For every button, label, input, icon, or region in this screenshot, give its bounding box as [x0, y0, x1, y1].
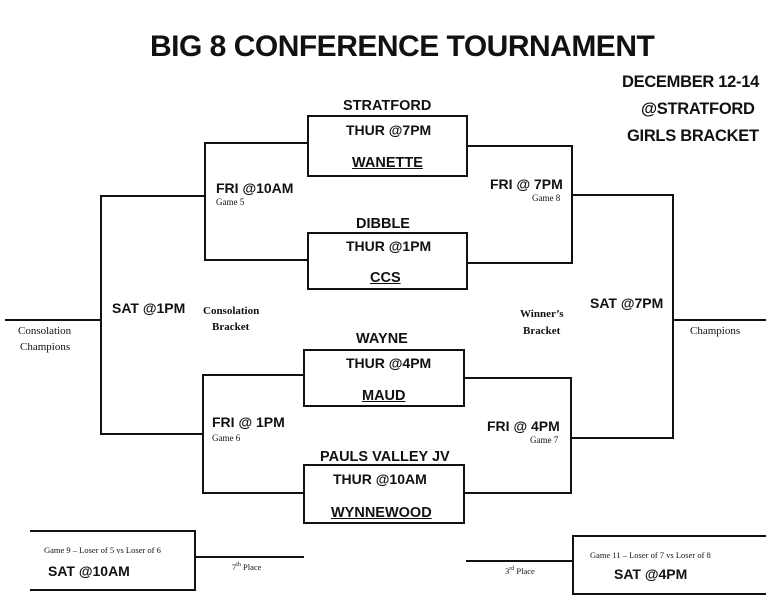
game1-time: THUR @7PM — [346, 122, 432, 138]
bracket-type: GIRLS BRACKET — [627, 127, 759, 145]
team-ccs: CCS — [370, 270, 401, 286]
consolation-champion-line — [5, 319, 102, 321]
consolation-bracket-label-1: Consolation — [203, 305, 260, 317]
game5-connector — [204, 142, 206, 261]
g3-right-line — [463, 377, 572, 379]
consolation-final-connector — [100, 195, 102, 435]
team-wayne: WAYNE — [356, 331, 408, 347]
game7-time: FRI @ 4PM — [487, 418, 560, 434]
team-wanette: WANETTE — [352, 155, 423, 171]
champions-label: Champions — [690, 325, 741, 337]
game11-bottom-line — [572, 593, 766, 595]
third-place-line — [466, 560, 572, 562]
game11-top-line — [572, 535, 766, 537]
winners-final-time: SAT @7PM — [590, 295, 664, 311]
game11-label: Game 11 – Loser of 7 vs Loser of 8 — [590, 550, 711, 560]
game7-connector — [570, 377, 572, 494]
game7-out-line — [572, 437, 674, 439]
team-dibble: DIBBLE — [356, 216, 410, 232]
game6-time: FRI @ 1PM — [212, 414, 285, 430]
game7-label: Game 7 — [530, 435, 559, 445]
game9-label: Game 9 – Loser of 5 vs Loser of 6 — [44, 545, 161, 555]
winners-final-connector — [672, 194, 674, 439]
game-box-4 — [303, 464, 465, 524]
g1-right-line — [466, 145, 573, 147]
game8-out-line — [573, 194, 674, 196]
game3-time: THUR @4PM — [346, 355, 432, 371]
consolation-bracket-label-2: Bracket — [212, 321, 250, 333]
g3-left-line — [202, 374, 305, 376]
page-title: BIG 8 CONFERENCE TOURNAMENT — [150, 30, 655, 63]
g4-right-line — [463, 492, 572, 494]
game9-time: SAT @10AM — [48, 563, 130, 579]
g1-left-line — [204, 142, 309, 144]
game11-left-edge — [572, 535, 574, 595]
game6-label: Game 6 — [212, 433, 241, 443]
game9-top-line — [30, 530, 196, 532]
consolation-champions-label-2: Champions — [20, 341, 71, 353]
game9-bottom-line — [30, 589, 196, 591]
third-place-label: 3rd Place — [505, 566, 535, 576]
team-stratford: STRATFORD — [343, 98, 432, 114]
team-maud: MAUD — [362, 388, 406, 404]
seventh-place-label: 7th Place — [232, 562, 262, 572]
team-pauls-valley-jv: PAULS VALLEY JV — [320, 449, 450, 465]
game8-label: Game 8 — [532, 193, 561, 203]
seventh-place-line — [196, 556, 304, 558]
game6-out-line — [100, 433, 204, 435]
game5-time: FRI @10AM — [216, 180, 294, 196]
game8-time: FRI @ 7PM — [490, 176, 563, 192]
consolation-final-time: SAT @1PM — [112, 300, 186, 316]
tournament-dates: DECEMBER 12-14 — [622, 73, 760, 91]
game5-label: Game 5 — [216, 197, 245, 207]
team-wynnewood: WYNNEWOOD — [331, 505, 432, 521]
game8-connector — [571, 145, 573, 264]
game4-time: THUR @10AM — [333, 471, 427, 487]
game11-time: SAT @4PM — [614, 566, 688, 582]
winners-bracket-label-1: Winner’s — [520, 308, 564, 320]
winners-bracket-label-2: Bracket — [523, 325, 561, 337]
champion-line — [674, 319, 766, 321]
g2-left-line — [204, 259, 309, 261]
consolation-champions-label-1: Consolation — [18, 325, 72, 337]
tournament-location: @STRATFORD — [641, 100, 755, 118]
game-box-2 — [307, 232, 468, 290]
g2-right-line — [466, 262, 573, 264]
g4-left-line — [202, 492, 305, 494]
game2-time: THUR @1PM — [346, 238, 432, 254]
game9-right-edge — [194, 530, 196, 591]
game5-out-line — [100, 195, 206, 197]
